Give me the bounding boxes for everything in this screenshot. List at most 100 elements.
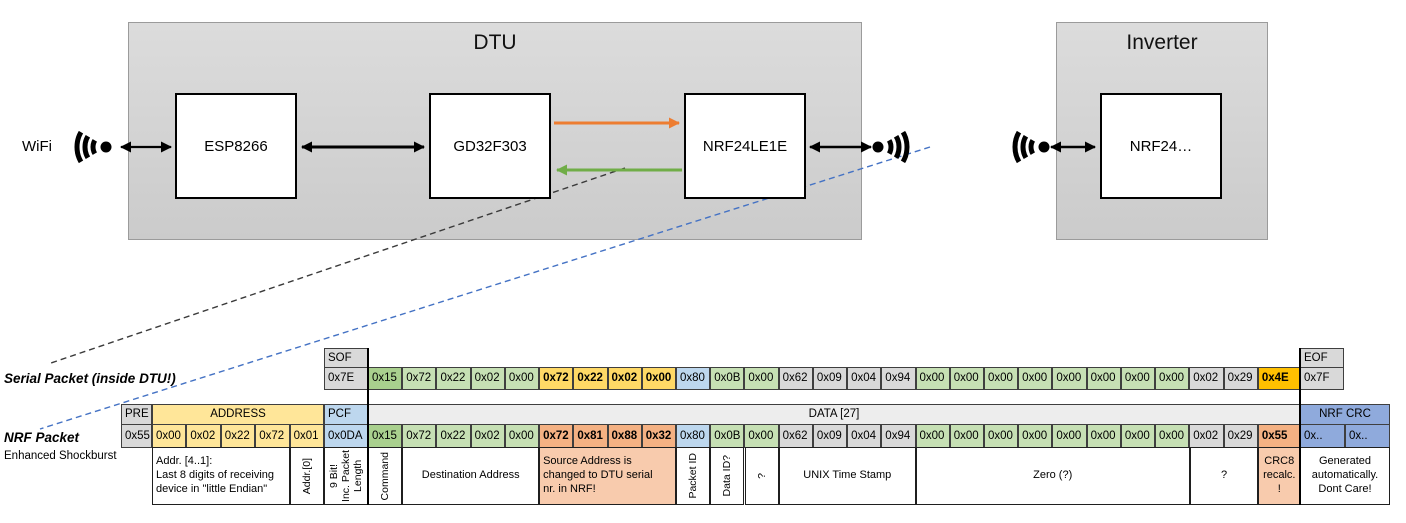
nrf-byte: 0x29 <box>1223 424 1258 448</box>
serial-byte: 0x00 <box>641 367 676 390</box>
nrf-crc-byte: 0x.. <box>1300 424 1345 448</box>
nrf-byte: 0x09 <box>812 424 848 448</box>
data-start-separator <box>367 348 369 505</box>
component-label: NRF24LE1E <box>702 137 788 155</box>
eof-header: EOF <box>1300 348 1344 368</box>
field-annotation: Addr. [4..1]: Last 8 digits of receiving… <box>152 447 290 505</box>
antenna-icon <box>1000 115 1054 179</box>
serial-byte: 0x00 <box>1018 367 1053 390</box>
nrf-byte: 0x55 <box>1257 424 1301 448</box>
nrf-crc-byte: 0x.. <box>1345 424 1390 448</box>
field-annotation: Packet ID <box>676 447 711 505</box>
serial-byte: 0x00 <box>1086 367 1121 390</box>
serial-byte: 0x00 <box>1052 367 1087 390</box>
address-byte: 0x22 <box>220 424 256 448</box>
enhanced-shockburst-label: Enhanced Shockburst <box>4 450 117 462</box>
nrf-byte: 0x32 <box>641 424 676 448</box>
nrf-byte: 0x0B <box>710 424 745 448</box>
serial-byte: 0x0B <box>710 367 745 390</box>
nrf-packet-label: NRF Packet <box>4 430 80 445</box>
nrf-byte: 0x80 <box>675 424 711 448</box>
field-annotation: UNIX Time Stamp <box>778 447 916 505</box>
serial-byte: 0x00 <box>1120 367 1156 390</box>
field-annotation: 9 Bit! Inc. Packet Length <box>324 447 368 505</box>
nrf-byte: 0x94 <box>881 424 916 448</box>
nrf-byte: 0x72 <box>402 424 437 448</box>
address-header: ADDRESS <box>152 404 324 425</box>
pcf-header: PCF <box>324 404 368 425</box>
serial-byte: 0x80 <box>675 367 711 390</box>
field-annotation: Zero (?) <box>915 447 1190 505</box>
nrf-byte: 0x88 <box>607 424 642 448</box>
field-annotation: Command <box>368 447 403 505</box>
address-byte: 0x72 <box>255 424 290 448</box>
address-byte: 0x02 <box>186 424 221 448</box>
field-annotation: Addr.[0] <box>290 447 324 505</box>
serial-trace-dashed-line <box>47 167 626 365</box>
component-label: NRF24… <box>1129 137 1193 155</box>
serial-byte: 0x22 <box>436 367 471 390</box>
data-end-separator <box>1299 348 1301 505</box>
serial-byte: 0x00 <box>983 367 1019 390</box>
nrf-byte: 0x00 <box>949 424 984 448</box>
component-label: GD32F303 <box>453 137 527 155</box>
antenna-icon <box>868 115 922 179</box>
field-annotation: Destination Address <box>402 447 540 505</box>
serial-byte: 0x62 <box>778 367 813 390</box>
nrf-byte: 0x22 <box>436 424 471 448</box>
serial-byte: 0x00 <box>1155 367 1190 390</box>
serial-byte: 0x04 <box>847 367 882 390</box>
nrf-byte: 0x04 <box>847 424 882 448</box>
sof-header: SOF <box>324 348 368 368</box>
serial-byte: 0x02 <box>470 367 505 390</box>
nrf-crc-header: NRF CRC <box>1300 404 1390 425</box>
pcf-byte: 0x0DA <box>324 424 368 448</box>
nrf-byte: 0x15 <box>368 424 403 448</box>
component-box-nrf24: NRF24… <box>1100 93 1222 199</box>
serial-byte: 0x4E <box>1257 367 1301 390</box>
serial-packet-label: Serial Packet (inside DTU!) <box>4 371 176 386</box>
wifi-icon <box>62 115 116 179</box>
sof-byte: 0x7E <box>324 367 368 390</box>
serial-byte: 0x72 <box>539 367 574 390</box>
data-header: DATA [27] <box>368 404 1300 425</box>
component-label: ESP8266 <box>204 137 268 155</box>
field-annotation: ? <box>1189 447 1259 505</box>
nrf-byte: 0x62 <box>778 424 813 448</box>
nrf-byte: 0x00 <box>1052 424 1087 448</box>
serial-byte: 0x09 <box>812 367 848 390</box>
nrf-byte: 0x72 <box>539 424 574 448</box>
pre-header: PRE <box>121 404 152 425</box>
serial-byte: 0x72 <box>402 367 437 390</box>
component-box-esp8266: ESP8266 <box>175 93 297 199</box>
pre-byte: 0x55 <box>121 424 152 448</box>
nrf-byte: 0x00 <box>504 424 540 448</box>
nrf-byte: 0x00 <box>1155 424 1190 448</box>
field-annotation: Data ID? <box>710 447 745 505</box>
address-byte: 0x00 <box>152 424 187 448</box>
nrf-byte: 0x00 <box>1086 424 1121 448</box>
nrf-byte: 0x00 <box>983 424 1019 448</box>
field-annotation: ? <box>744 447 779 505</box>
nrf-byte: 0x00 <box>1120 424 1156 448</box>
field-annotation: CRC8 recalc. ! <box>1258 447 1301 505</box>
component-box-gd32f303: GD32F303 <box>429 93 551 199</box>
nrf-byte: 0x00 <box>915 424 950 448</box>
field-annotation: Source Address is changed to DTU serial … <box>539 447 677 505</box>
address-byte: 0x01 <box>289 424 324 448</box>
nrf-byte: 0x81 <box>573 424 608 448</box>
inverter-title: Inverter <box>1126 31 1198 54</box>
serial-byte: 0x00 <box>949 367 984 390</box>
wifi-label: WiFi <box>22 138 52 155</box>
field-annotation: Generated automatically. Dont Care! <box>1300 447 1390 505</box>
nrf-byte: 0x00 <box>744 424 779 448</box>
serial-byte: 0x22 <box>573 367 608 390</box>
eof-byte: 0x7F <box>1300 367 1344 390</box>
inverter-panel: Inverter <box>1056 22 1268 240</box>
serial-byte: 0x94 <box>881 367 916 390</box>
serial-byte: 0x00 <box>915 367 950 390</box>
nrf-byte: 0x02 <box>1189 424 1224 448</box>
serial-byte: 0x00 <box>504 367 540 390</box>
serial-byte: 0x02 <box>607 367 642 390</box>
